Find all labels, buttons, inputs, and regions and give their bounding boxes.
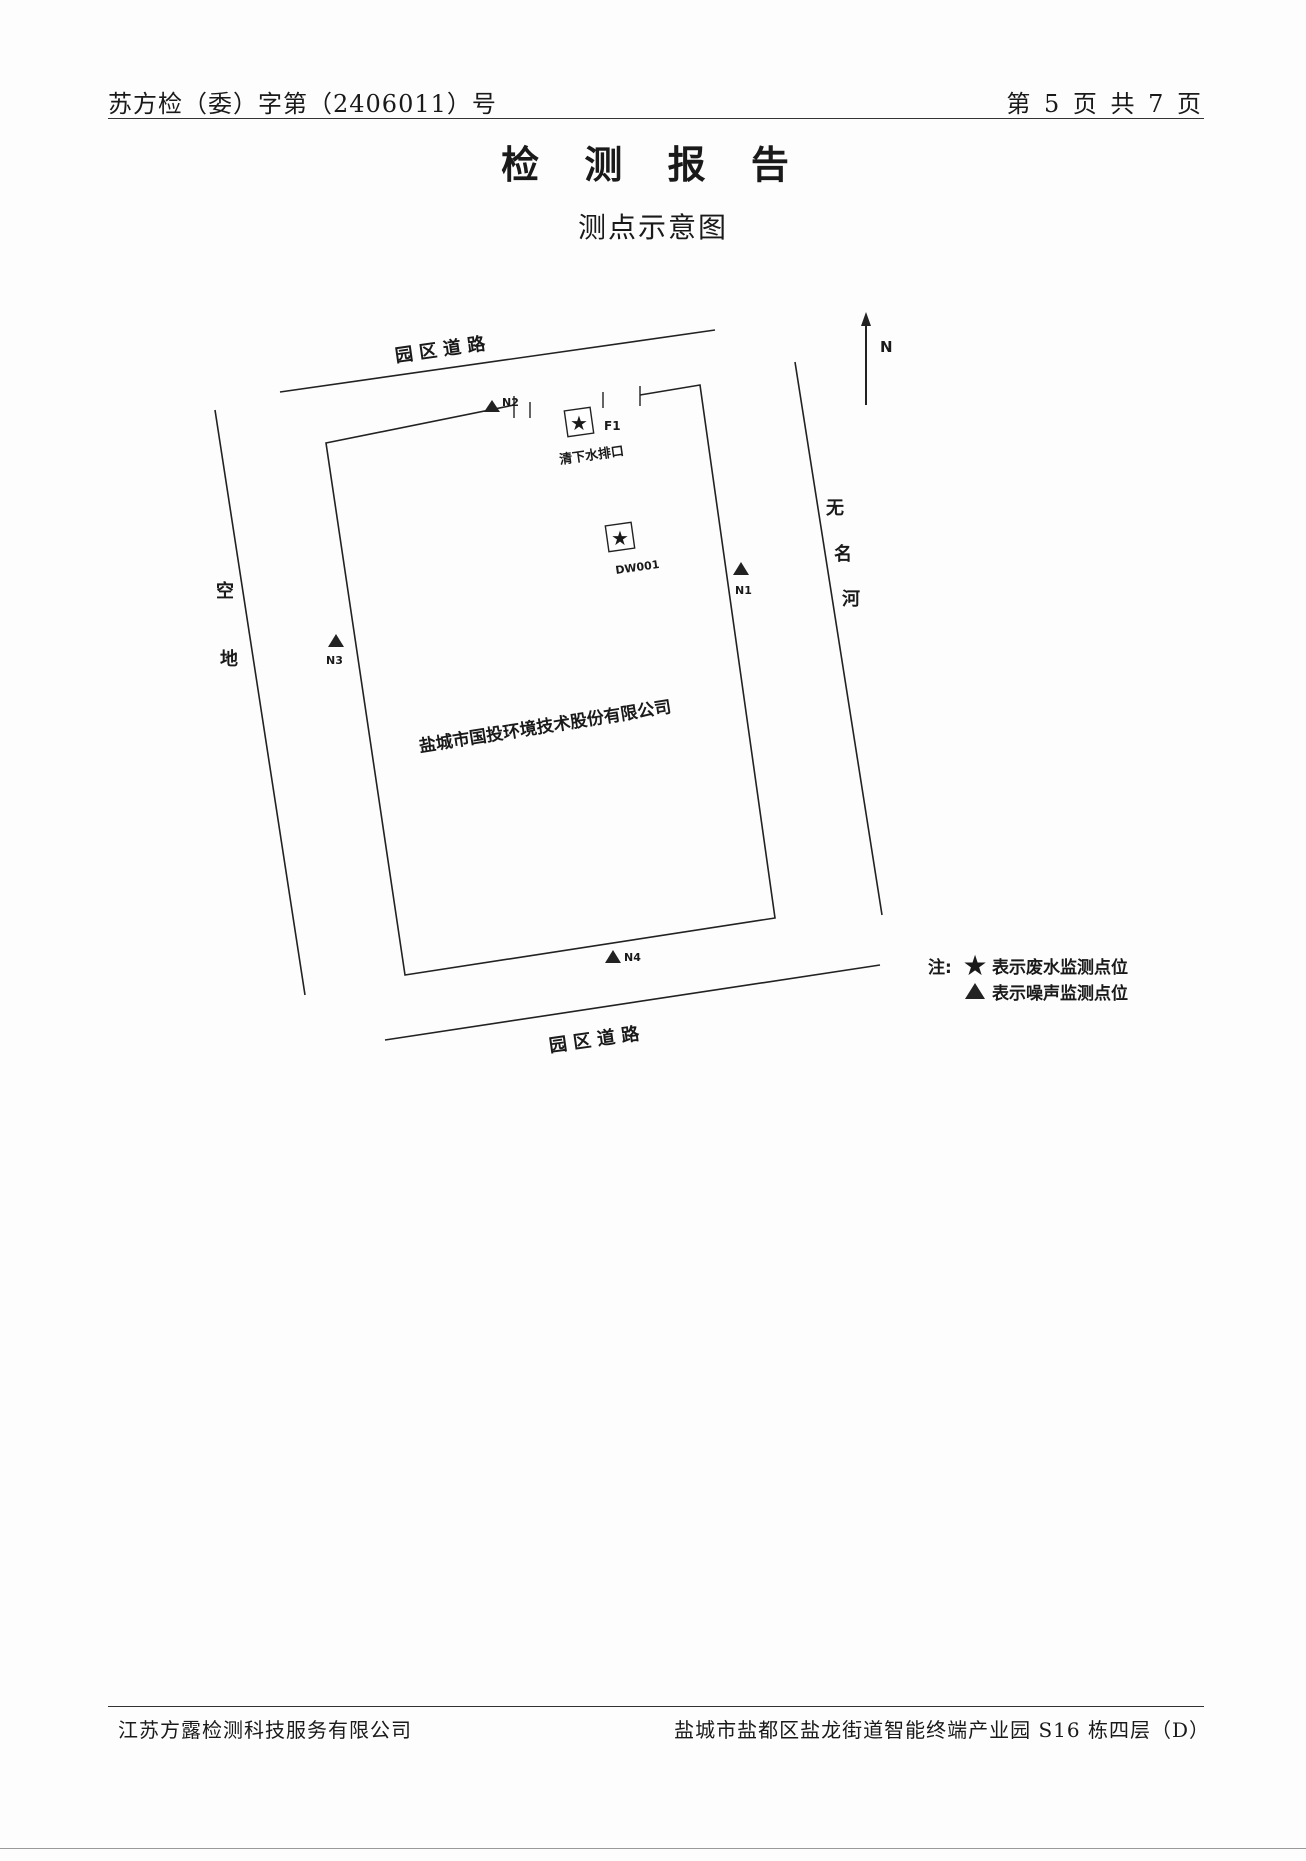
n3-label: N3 (326, 654, 343, 667)
report-number: 苏方检（委）字第（2406011）号 (108, 90, 497, 118)
legend-note: 注: (928, 957, 952, 978)
footer-address: 盐城市盐都区盐龙街道智能终端产业园 S16 栋四层（D） (674, 1718, 1210, 1742)
wastewater-point-dw001: ★ DW001 (604, 521, 661, 577)
n2-label: N2 (502, 396, 519, 409)
legend-triangle-text: 表示噪声监测点位 (992, 983, 1128, 1004)
n4-label: N4 (624, 951, 641, 964)
right-label-1: 无 (826, 498, 844, 519)
legend-star-text: 表示废水监测点位 (992, 957, 1128, 978)
left-label-2: 地 (220, 648, 238, 670)
noise-point-n1: N1 (733, 562, 752, 597)
footer-divider (108, 1706, 1204, 1707)
star-icon: ★ (611, 526, 629, 550)
right-label-3: 河 (842, 589, 860, 610)
road-top-line (279, 329, 716, 393)
triangle-icon (965, 983, 985, 999)
wastewater-point-f1: ★ F1 清下水排口 (558, 406, 625, 468)
triangle-icon (605, 950, 621, 963)
outlet-label: 清下水排口 (558, 443, 625, 468)
noise-point-n4: N4 (605, 950, 641, 964)
document-title: 检 测 报 告 (501, 142, 805, 187)
triangle-icon (328, 634, 344, 647)
north-arrow: N (861, 312, 893, 405)
footer-company: 江苏方露检测科技服务有限公司 (118, 1718, 412, 1742)
right-boundary-line (794, 361, 883, 916)
noise-point-n2: N2 (484, 396, 519, 412)
n1-label: N1 (735, 584, 752, 597)
star-icon: ★ (962, 949, 987, 982)
road-bottom-line (384, 964, 881, 1041)
page-number: 第 5 页 共 7 页 (1006, 90, 1204, 118)
right-label-2: 名 (834, 543, 852, 565)
dw001-label: DW001 (615, 558, 661, 577)
f1-label: F1 (604, 419, 621, 433)
road-bottom-label: 园 区 道 路 (548, 1022, 642, 1057)
triangle-icon (484, 400, 500, 412)
company-label: 盐城市国投环境技术股份有限公司 (417, 696, 672, 757)
header-divider (108, 118, 1204, 119)
page-bottom-edge (0, 1848, 1306, 1849)
left-label-1: 空 (216, 580, 234, 602)
legend: 注: ★ 表示废水监测点位 表示噪声监测点位 (928, 949, 1128, 1004)
triangle-icon (733, 562, 749, 575)
left-boundary-line (214, 409, 306, 996)
star-icon: ★ (570, 411, 588, 435)
north-label: N (880, 338, 893, 356)
facility-boundary (325, 384, 776, 976)
page-header: 苏方检（委）字第（2406011）号 第 5 页 共 7 页 (108, 84, 1204, 120)
road-top-label: 园 区 道 路 (394, 332, 488, 367)
noise-point-n3: N3 (326, 634, 344, 667)
document-subtitle: 测点示意图 (577, 211, 728, 244)
